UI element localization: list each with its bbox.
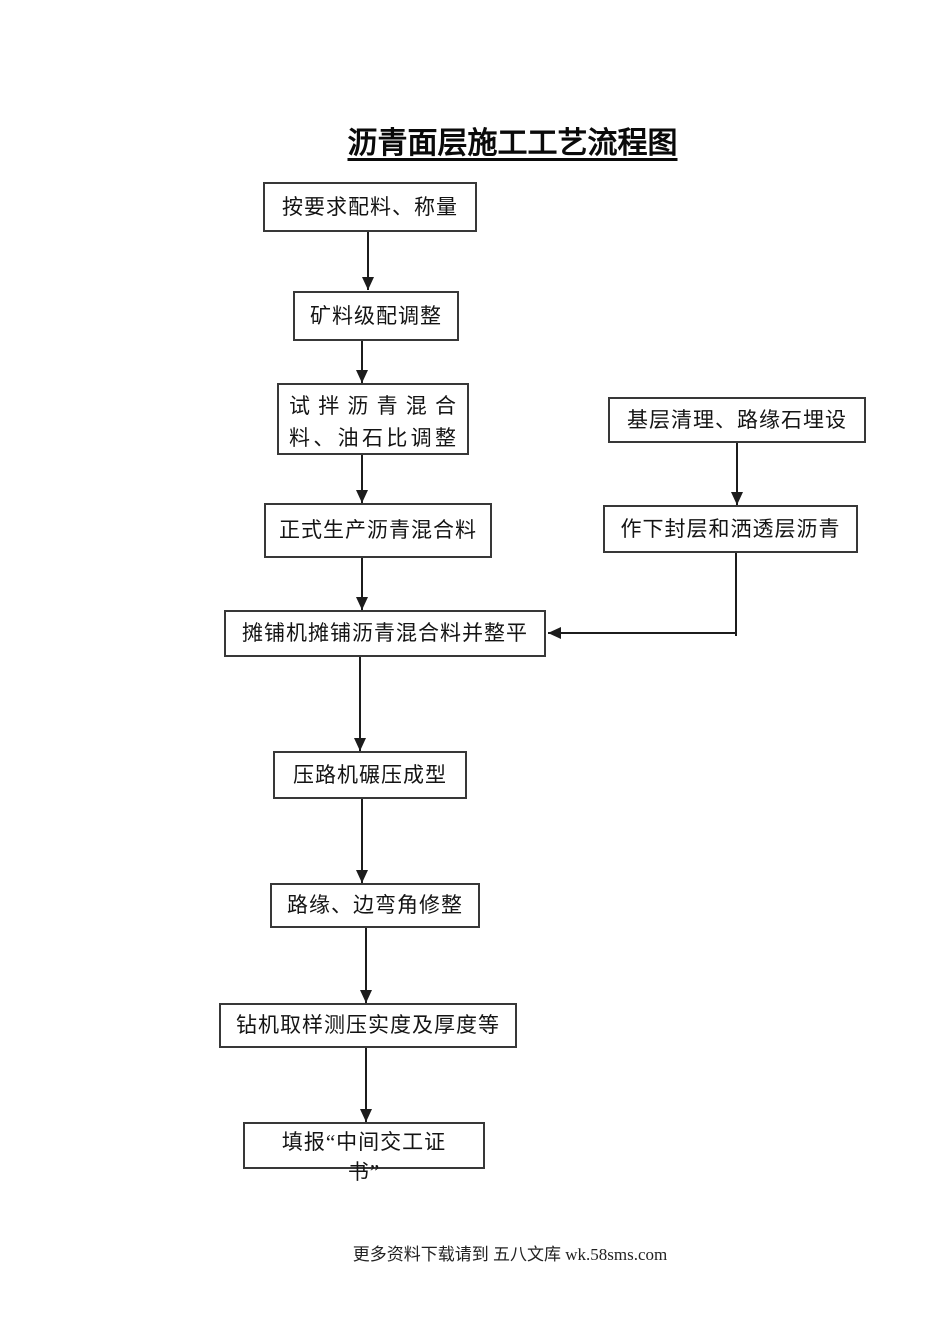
flow-node-base-cleaning: 基层清理、路缘石埋设 — [608, 397, 866, 443]
arrow-down-4 — [356, 558, 368, 610]
arrow-down-side — [731, 443, 743, 505]
flow-node-handover-cert: 填报“中间交工证 书” — [243, 1122, 485, 1184]
flow-node-rolling: 压路机碾压成型 — [273, 751, 467, 799]
elbow-connector-vertical — [735, 553, 737, 636]
arrow-down-8 — [360, 1048, 372, 1122]
arrow-down-7 — [360, 928, 372, 1003]
flow-node-seal-coat: 作下封层和洒透层沥青 — [603, 505, 858, 553]
arrow-down-6 — [356, 799, 368, 883]
flow-node-batching: 按要求配料、称量 — [263, 182, 477, 232]
flow-node-core-sampling: 钻机取样测压实度及厚度等 — [219, 1003, 517, 1048]
arrow-down-3 — [356, 455, 368, 503]
elbow-connector-arrow-left — [548, 627, 737, 639]
flow-node-edge-trim: 路缘、边弯角修整 — [270, 883, 480, 928]
arrow-down-1 — [362, 232, 374, 290]
flow-node-trial-mix: 试拌沥青混合 料、油石比调整 — [277, 383, 469, 455]
footer-watermark: 更多资料下载请到 五八文库 wk.58sms.com — [352, 1245, 668, 1264]
page-title: 沥青面层施工工艺流程图 — [347, 127, 678, 160]
arrow-down-2 — [356, 341, 368, 383]
flow-node-gradation-adjust: 矿料级配调整 — [293, 291, 459, 341]
flow-node-paving: 摊铺机摊铺沥青混合料并整平 — [224, 610, 546, 657]
flow-node-production: 正式生产沥青混合料 — [264, 503, 492, 558]
arrow-down-5 — [354, 657, 366, 751]
